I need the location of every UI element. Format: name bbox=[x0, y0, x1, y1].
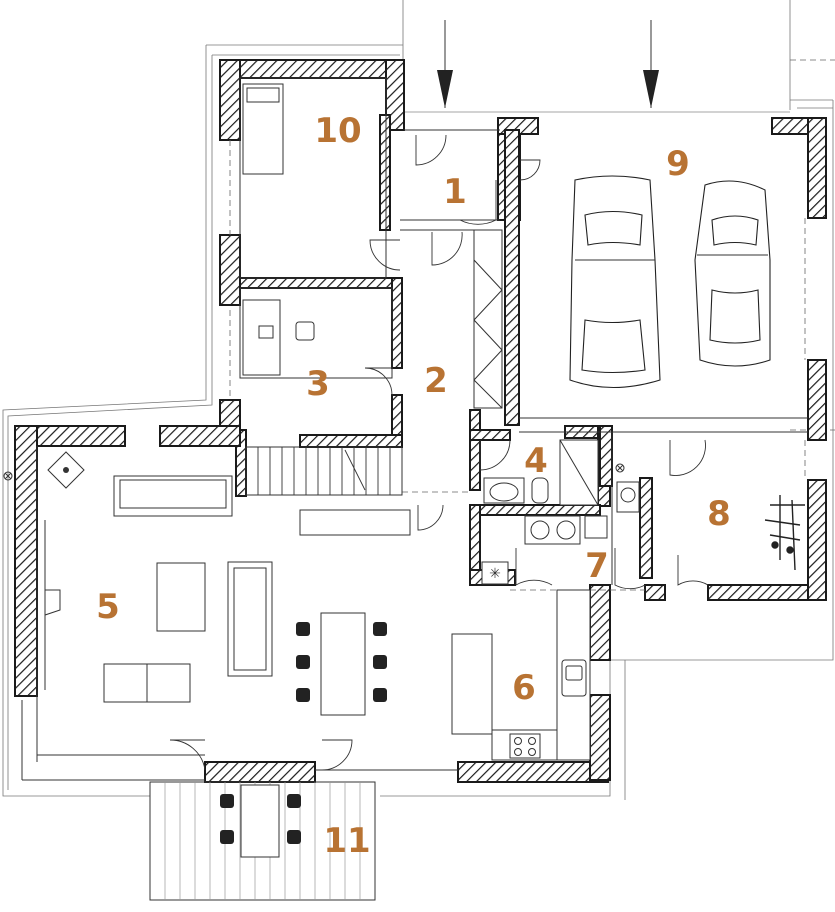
staircase bbox=[245, 446, 411, 536]
room-number-entrance: 1 bbox=[443, 172, 467, 212]
entry-arrow-icon bbox=[403, 20, 790, 113]
outlet-icons bbox=[3, 463, 625, 481]
room-number-utility: 7 bbox=[585, 546, 609, 586]
bathroom-fixtures bbox=[483, 439, 599, 506]
bed-icon bbox=[242, 83, 284, 175]
room-number-bathroom: 4 bbox=[524, 441, 548, 481]
coffee-table bbox=[156, 562, 206, 632]
dining-table bbox=[296, 612, 387, 716]
fireplace-icon bbox=[47, 451, 85, 489]
desk-icon bbox=[242, 299, 315, 376]
room-number-living: 5 bbox=[96, 587, 120, 627]
stove-icon bbox=[509, 733, 541, 759]
room-number-workshop: 8 bbox=[707, 494, 731, 534]
room-number-bedroom: 10 bbox=[314, 111, 361, 151]
room-number-kitchen: 6 bbox=[512, 668, 536, 708]
interior-lines bbox=[21, 77, 808, 781]
terrace bbox=[149, 781, 376, 901]
room-number-hallway: 2 bbox=[424, 361, 448, 401]
washing-machine-icon bbox=[524, 515, 608, 545]
car-icon bbox=[569, 175, 661, 389]
toilet-icon bbox=[531, 477, 549, 504]
sink-icon bbox=[561, 659, 587, 697]
car-icon bbox=[694, 180, 771, 367]
sink-icon bbox=[616, 481, 640, 513]
exterior-walls bbox=[14, 59, 827, 783]
room-number-garage: 9 bbox=[666, 144, 690, 184]
drain-icon: ✳ bbox=[489, 566, 501, 582]
room-number-office: 3 bbox=[306, 364, 330, 404]
sofa-icon bbox=[103, 475, 273, 703]
doors bbox=[169, 134, 709, 771]
room-number-terrace: 11 bbox=[323, 821, 370, 861]
bicycle-icon bbox=[764, 495, 805, 571]
tv-icon bbox=[44, 520, 61, 690]
drain-icon bbox=[481, 561, 509, 585]
